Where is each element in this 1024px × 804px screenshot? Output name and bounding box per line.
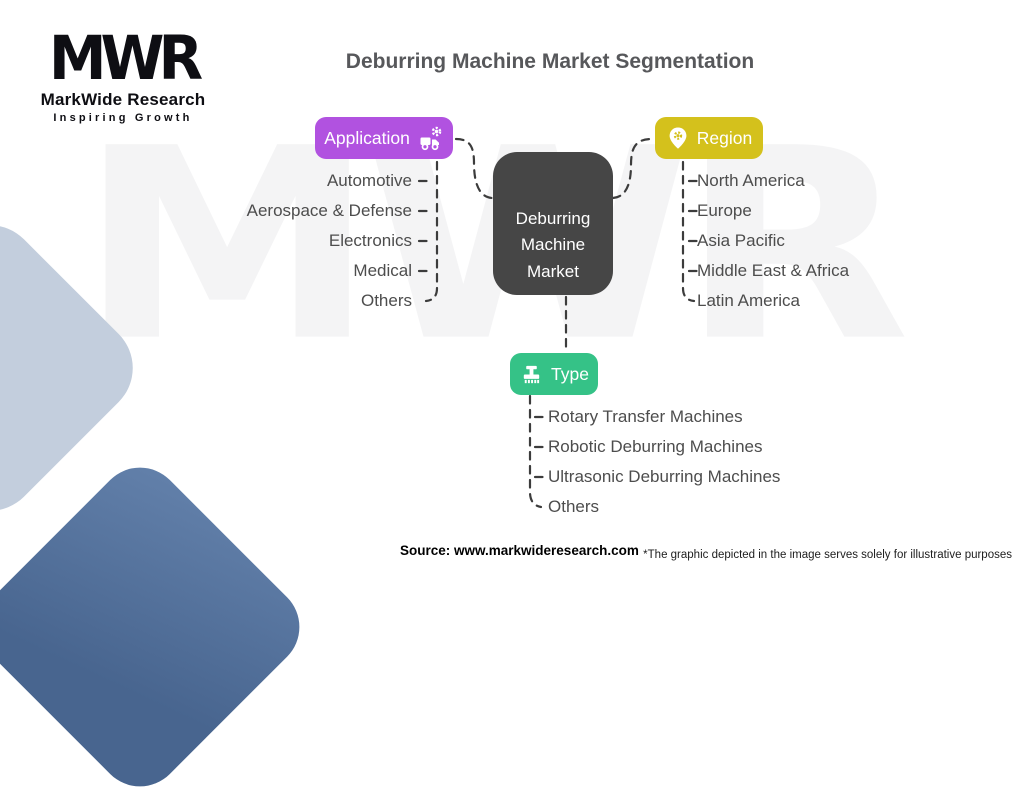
center-node-deburring-machine-market: Deburring Machine Market xyxy=(493,152,613,295)
application-badge: Application xyxy=(315,117,453,159)
application-badge-label: Application xyxy=(324,127,410,148)
region-badge-label: Region xyxy=(696,127,753,148)
application-items-list: Automotive Aerospace & Defense Electroni… xyxy=(152,166,412,316)
disclaimer-note: *The graphic depicted in the image serve… xyxy=(643,549,1012,561)
markwide-research-logo: MWR MarkWide Research Inspiring Growth xyxy=(38,22,208,124)
machine-icon xyxy=(519,362,544,387)
type-items-list: Rotary Transfer Machines Robotic Deburri… xyxy=(548,402,780,522)
list-item: Rotary Transfer Machines xyxy=(548,407,743,426)
list-item: North America xyxy=(697,171,805,190)
center-node-line: Machine xyxy=(520,235,586,255)
center-node-line: Market xyxy=(527,261,579,281)
list-item: Middle East & Africa xyxy=(697,261,850,280)
type-badge: Type xyxy=(510,353,598,395)
type-badge-label: Type xyxy=(551,363,589,384)
connector-lines xyxy=(417,137,703,509)
list-item: Others xyxy=(360,291,412,310)
logo-name: MarkWide Research xyxy=(40,89,206,109)
list-item: Medical xyxy=(353,261,412,280)
list-item: Asia Pacific xyxy=(697,231,785,250)
list-item: Latin America xyxy=(697,291,800,310)
map-pin-gear-icon xyxy=(666,126,690,150)
region-badge: Region xyxy=(655,117,763,159)
region-items-list: North America Europe Asia Pacific Middle… xyxy=(697,166,849,316)
source-attribution: Source: www.markwideresearch.com xyxy=(400,543,639,558)
list-item: Others xyxy=(548,497,600,516)
logo-tagline: Inspiring Growth xyxy=(53,111,193,124)
center-node-line: Deburring xyxy=(515,208,591,228)
list-item: Ultrasonic Deburring Machines xyxy=(548,467,781,486)
list-item: Europe xyxy=(697,201,752,220)
list-item: Aerospace & Defense xyxy=(246,201,412,220)
page-title: Deburring Machine Market Segmentation xyxy=(345,50,755,73)
gear-truck-icon xyxy=(417,125,444,152)
logo-acronym: MWR xyxy=(48,22,203,94)
list-item: Electronics xyxy=(328,231,412,250)
list-item: Automotive xyxy=(326,171,412,190)
list-item: Robotic Deburring Machines xyxy=(548,437,763,456)
